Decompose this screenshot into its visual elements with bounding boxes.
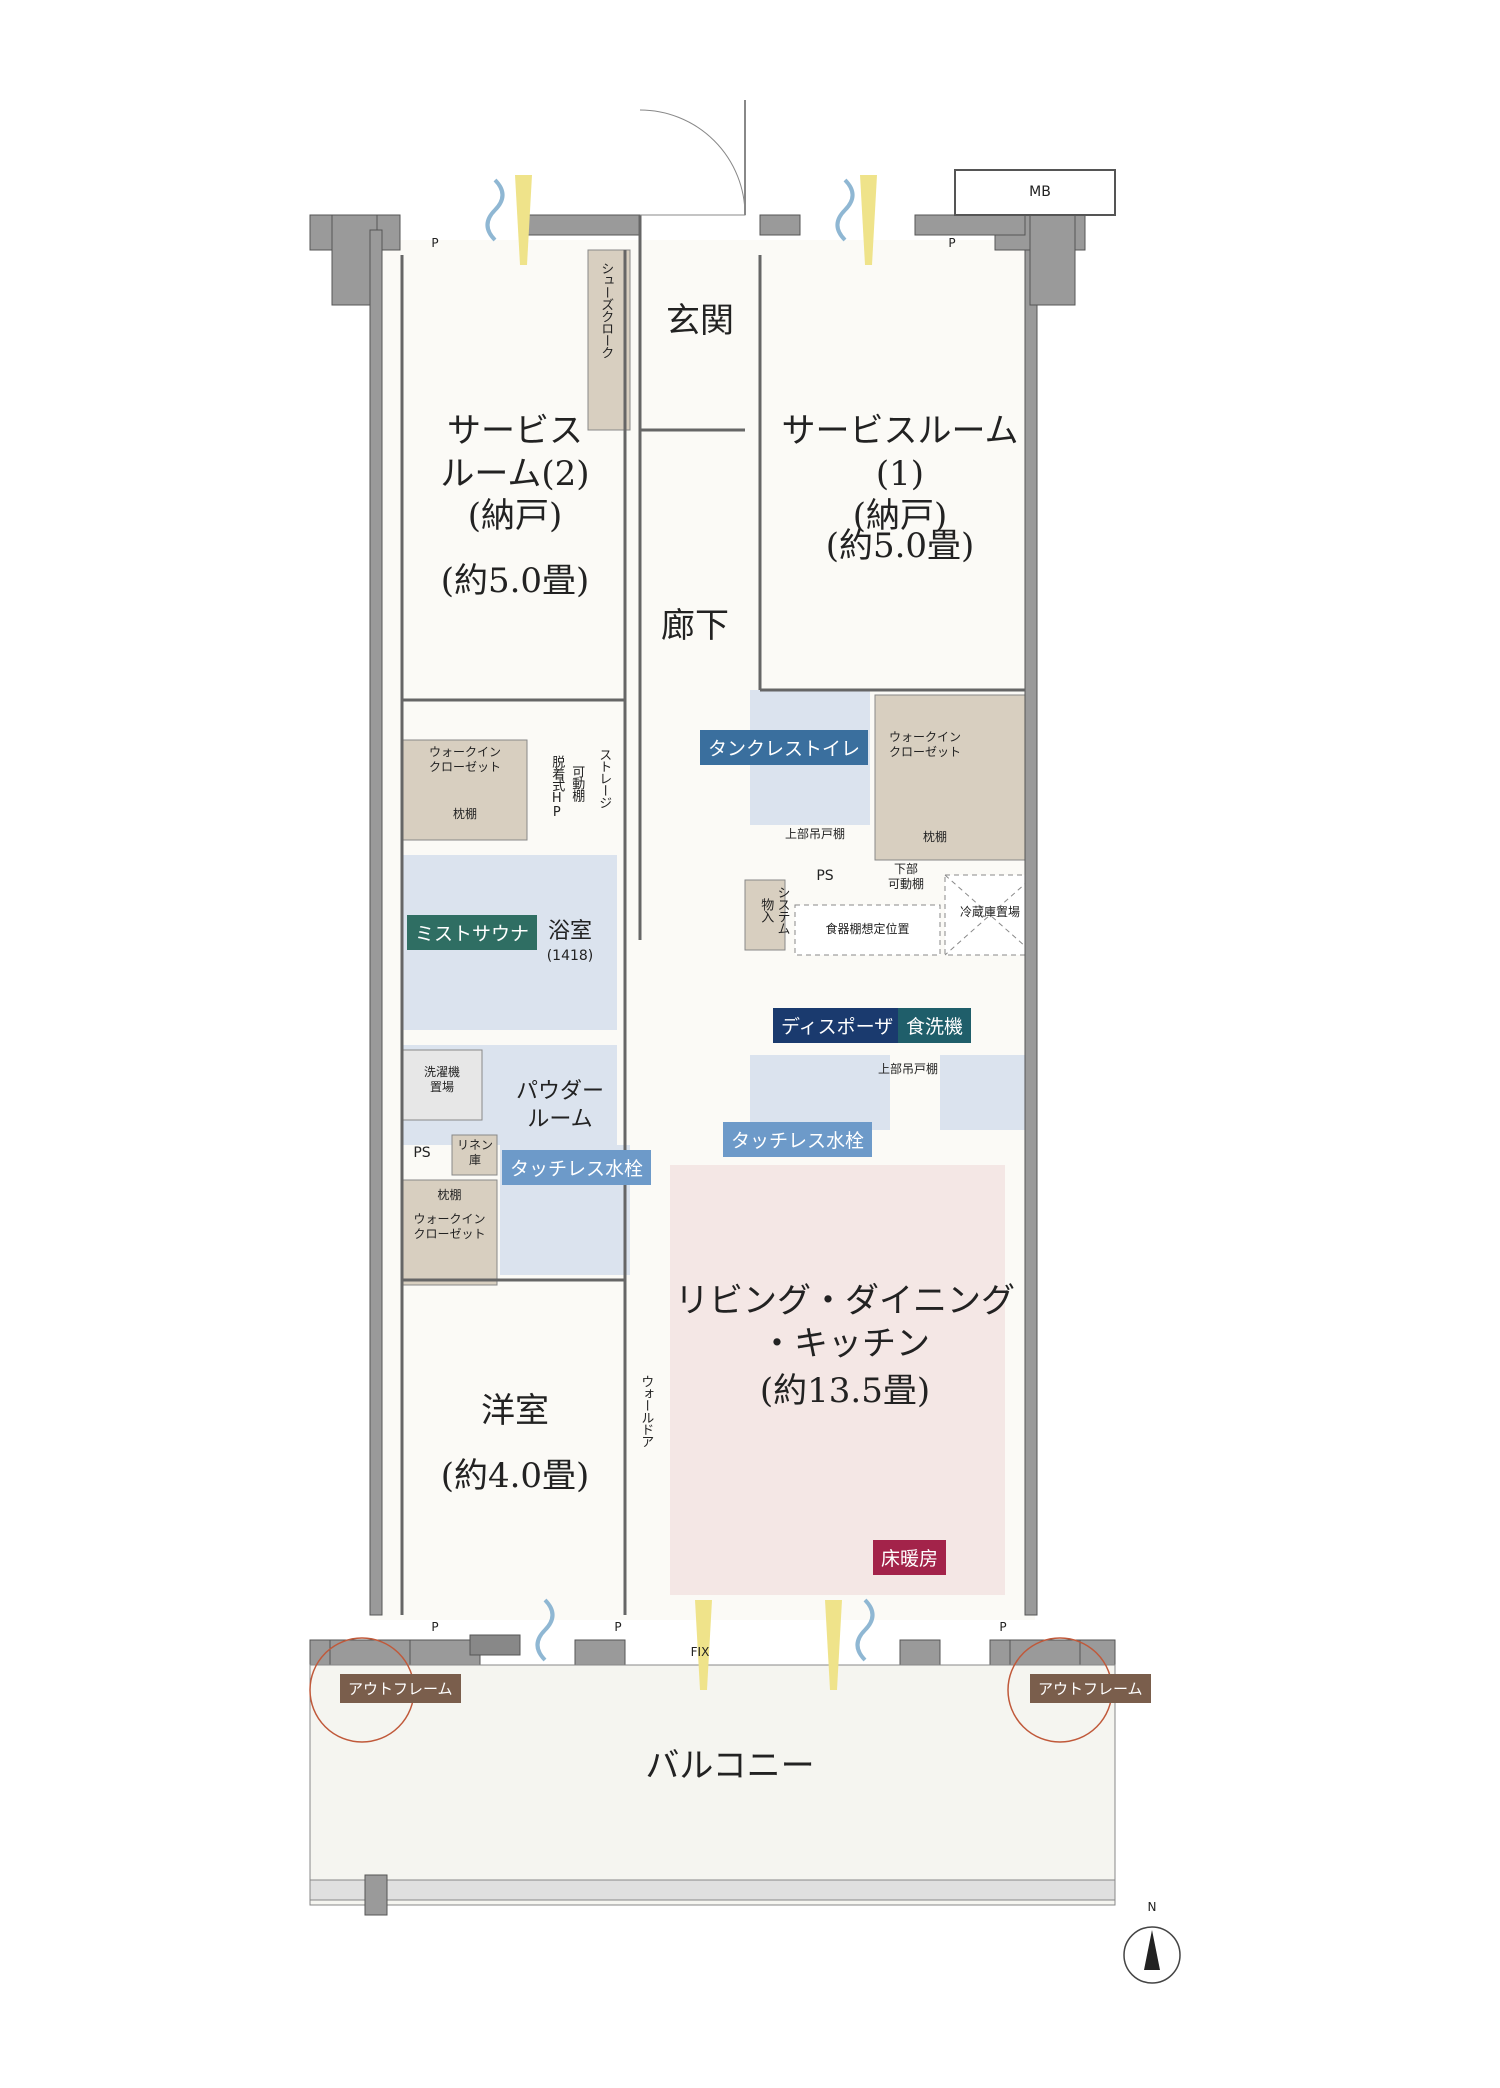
kitchen-sink (750, 1055, 890, 1130)
powder-room-label: パウダー ルーム (515, 1079, 604, 1132)
system-storage-box (744, 879, 786, 951)
balcony-label: バルコニー (645, 1746, 815, 1786)
entrance-label: 玄関 (666, 301, 734, 341)
disposer-badge: ディスポーザ (773, 1008, 902, 1043)
walkin-closet-right-label: ウォークイン クローゼット (888, 730, 961, 759)
north-label: N (1147, 1900, 1157, 1914)
walkin-closet-left-label: ウォークイン クローゼット (428, 745, 501, 774)
corridor-label: 廊下 (661, 606, 729, 646)
balcony-door-frame (469, 1634, 521, 1656)
service-room-1-size: (約5.0畳) (825, 526, 975, 566)
ps-powder-label: PS (413, 1145, 431, 1161)
dish-cabinet-box (794, 904, 941, 956)
removable-hp-label: 脱着式HP (549, 755, 565, 819)
bathroom-label: 浴室 (547, 919, 592, 944)
touchless-faucet-powder-badge: タッチレス水栓 (502, 1150, 652, 1185)
touchless-faucet-kitchen-badge: タッチレス水栓 (723, 1122, 873, 1157)
pillow-shelf-left-label: 枕棚 (452, 807, 477, 821)
bathroom-size: (1418) (546, 948, 594, 964)
floor-heating-badge: 床暖房 (873, 1540, 947, 1575)
p-marker-bottom-left: P (431, 1620, 439, 1634)
system-storage-label: システム 物入 (758, 886, 790, 934)
floor-heating-area (670, 1165, 1005, 1595)
mist-sauna-badge: ミストサウナ (407, 915, 538, 950)
fix-label: FIX (690, 1645, 710, 1659)
north-compass-icon (1123, 1926, 1181, 1984)
shoes-cloak-box (587, 249, 631, 431)
upper-cabinet-toilet-label: 上部吊戸棚 (784, 827, 845, 841)
tankless-toilet-badge: タンクレストイレ (700, 730, 869, 765)
western-room-size: (約4.0畳) (440, 1456, 590, 1496)
upper-cabinet-kitchen-label: 上部吊戸棚 (877, 1062, 938, 1076)
washer-space-label: 洗濯機 置場 (423, 1065, 460, 1094)
linen-storage-label: リネン 庫 (456, 1138, 493, 1167)
out-frame-right-badge: アウトフレーム (1030, 1674, 1151, 1703)
service-room-2-size: (約5.0畳) (440, 561, 590, 601)
ventilation-marks (515, 175, 877, 1690)
dishwasher-badge: 食洗機 (898, 1008, 972, 1043)
fridge-space-label: 冷蔵庫置場 (959, 905, 1020, 919)
airflow-marks (485, 178, 875, 1662)
p-marker-bottom-mid: P (614, 1620, 622, 1634)
ldk-label: リビング・ダイニング ・キッチン (675, 1281, 1015, 1364)
mb-box (954, 169, 1116, 216)
western-room-label: 洋室 (481, 1391, 549, 1431)
walkin-closet-left-box (401, 739, 528, 841)
p-marker-bottom-right: P (999, 1620, 1007, 1634)
p-marker-top-left: P (431, 236, 439, 250)
linen-box (451, 1134, 498, 1176)
walkin-closet-western-label: ウォークイン クローゼット (413, 1212, 486, 1241)
walkin-closet-western-box (401, 1179, 498, 1286)
ps-toilet-label: PS (816, 868, 834, 884)
walkin-closet-right-box (874, 694, 1036, 861)
p-marker-top-right: P (948, 236, 956, 250)
ldk-size: (約13.5畳) (759, 1371, 931, 1411)
service-room-1-label: サービスルーム(1) (納戸) (781, 411, 1019, 536)
mb-label: MB (1029, 184, 1051, 200)
movable-shelf-label: 可動棚 (569, 765, 585, 801)
pillow-shelf-western-label: 枕棚 (437, 1188, 462, 1202)
service-room-2-label: サービス ルーム(2) (納戸) (440, 411, 590, 536)
washer-box (401, 1049, 483, 1121)
pillow-shelf-right-label: 枕棚 (922, 830, 947, 844)
lower-movable-shelf-label: 下部 可動棚 (887, 862, 924, 891)
storage-label: ストレージ (596, 748, 612, 808)
wall-door-label: ウォールドア (638, 1375, 654, 1447)
kitchen-stove (940, 1055, 1035, 1130)
out-frame-left-badge: アウトフレーム (340, 1674, 461, 1703)
balcony-area (309, 1664, 1116, 1906)
shoes-cloak-label: シューズクローク (598, 262, 614, 358)
dish-cabinet-label: 食器棚想定位置 (825, 922, 910, 936)
interior-walls (400, 215, 1025, 1615)
